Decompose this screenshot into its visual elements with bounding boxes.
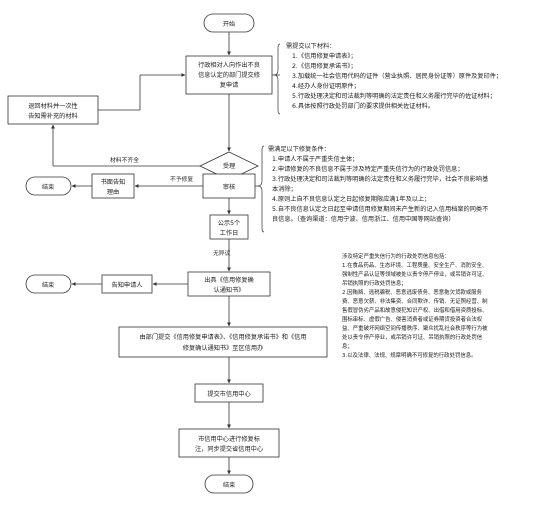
accept-label: 受理 [223,162,235,170]
serious-line-9: 处以责令停产停业，或吊销许可证、吊销执照的行政处罚信 [342,333,483,341]
city-do-line-1: 市信用中心进行修复标 [198,435,260,443]
conditions-item-3: 3.行政处理决定和司法裁判等明确的法定责任和义务履行完毕，社会不良影响基 [272,175,488,183]
materials-item-1: 1.《信用修复申请表》； [292,52,357,60]
review-box: 审核 [202,173,256,199]
end-label-1: 结束 [42,183,54,191]
serious-line-1: 1.在食品药品、生态环境、工程质量、安全生产、消防安全、 [342,261,487,269]
written-notice-box: 书面告知 理由 [91,173,135,199]
issue-notice-box: 出具《信用修复确 认通知书》 [187,271,271,297]
materials-note: 需提交以下材料： 1.《信用修复申请表》； 2.《信用修复承诺书》； 3.加载统… [286,42,502,110]
publicity-line-2: 工作日 [220,229,239,237]
publicity-box: 公示5个 工作日 [209,214,249,240]
city-submit-label: 提交市信用中心 [207,390,250,398]
serious-line-4: 2.因贿赂、逃税骗税、恶意逃废债务、恶意拖欠货款或服务 [342,288,483,296]
issue-line-1: 出具《信用修复确 [204,276,254,284]
notify-label: 告知申请人 [112,281,143,289]
city-center-mark-box: 市信用中心进行修复标 注，同步提交省信用中心 [178,428,280,458]
issue-line-2: 认通知书》 [214,286,245,294]
end-label-2: 结束 [42,281,54,289]
apply-line-1: 行政相对人向作出不良 [198,61,260,69]
conditions-note: 需满足以下修复条件： 1.申请人不属于严重失信主体； 2.申请修复的不良信息不属… [268,145,488,223]
city-do-line-2: 注，同步提交省信用中心 [195,445,263,453]
apply-line-3: 复申请 [220,81,239,89]
serious-line-3: 吊销执照的行政处罚信息； [342,279,407,287]
materials-item-3: 3.加载统一社会信用代码的证件（营业执照、居民身份证等）原件及复印件； [292,72,502,80]
serious-line-8: 益、严重破坏网络空间传播秩序、聚众扰乱社会秩序等行为被 [342,324,488,332]
notice-line-1: 书面告知 [101,178,126,186]
conditions-bracket [255,145,265,233]
apply-line-2: 信息认定的部门提交修 [198,71,261,79]
serious-line-11: 3.以及法律、法规、规章明确不可修复的行政处罚信息。 [342,351,477,359]
materials-item-5: 5.行政处理决定和司法裁判等明确的法定责任和义务履行完毕的佐证材料； [292,92,496,100]
materials-item-4: 4.经办人身份证明原件； [292,82,360,90]
conditions-item-5b: 良信息。（查询渠道：信用宁波、信用浙江、信用中国等网站查询） [272,215,455,223]
conditions-item-2: 2.申请修复的不良信息不属于涉及特定严重失信行为的行政处罚信息； [272,165,464,173]
conditions-item-4: 4.原则上自不良信息认定之日起修复期限应满1年及以上； [272,195,430,203]
end-node-1: 结束 [25,176,72,196]
conditions-title: 需满足以下修复条件： [268,145,330,153]
return-line-2: 告知需补充的材料 [28,112,78,120]
serious-line-6: 售假冒伪劣产品和故意侵犯知识产权、出借和借用资质投标、 [342,306,488,314]
end-node-final: 结束 [204,474,254,494]
serious-line-7: 围标串标、虚假广告、侵害消费者或证券期货投资者合法权 [342,315,483,323]
review-label: 审核 [223,183,235,191]
materials-item-2: 2.《信用修复承诺书》； [292,62,357,70]
publicity-line-1: 公示5个 [218,220,241,227]
incomplete-label: 材料不齐全 [110,156,139,164]
materials-title: 需提交以下材料： [286,42,336,50]
serious-title: 涉及特定严重失信行为的行政处罚信息包括： [342,252,450,260]
department-submit-box: 由部门提交《信用修复申请表》、《信用修复承诺书》和《信用 修复确认通知书》至区信… [118,326,328,358]
end-label-final: 结束 [223,481,235,489]
serious-line-5: 费、恶意欠薪、非法集资、合同欺诈、传销、无证照经营、制 [342,297,488,305]
start-node: 开始 [203,13,255,33]
no-objection-label: 无异议 [213,249,231,257]
notify-applicant-box: 告知申请人 [101,274,153,294]
conditions-item-1: 1.申请人不属于严重失信主体； [272,155,358,163]
notice-line-2: 理由 [107,188,119,196]
serious-line-2: 强制性产品认证等领域被处以责令停产停业，或吊销许可证、 [342,270,488,278]
end-node-2: 结束 [25,274,72,294]
materials-item-6: 6.具体按照行政处罚部门的要求提供相关佐证材料。 [292,102,434,110]
conditions-item-3b: 本消除； [272,185,297,193]
serious-line-10: 息； [342,342,353,350]
conditions-item-5: 5.自不良信息认定之日起至申请信用修复期间未产生新的记入信用档案的同类不 [272,205,488,213]
start-label: 开始 [223,20,235,28]
submit-line-1: 由部门提交《信用修复申请表》、《信用修复承诺书》和《信用 [139,333,306,341]
submit-line-2: 修复确认通知书》至区信用办 [183,344,263,352]
serious-violations-note: 涉及特定严重失信行为的行政处罚信息包括： 1.在食品药品、生态环境、工程质量、安… [342,252,488,359]
materials-bracket [272,43,281,115]
return-line-1: 退回材料并一次性 [28,102,78,110]
apply-box: 行政相对人向作出不良 信息认定的部门提交修 复申请 [185,55,273,95]
no-repair-label: 不予修复 [170,175,193,183]
submit-city-center-box: 提交市信用中心 [194,383,264,403]
return-materials-box: 退回材料并一次性 告知需补充的材料 [7,95,99,125]
